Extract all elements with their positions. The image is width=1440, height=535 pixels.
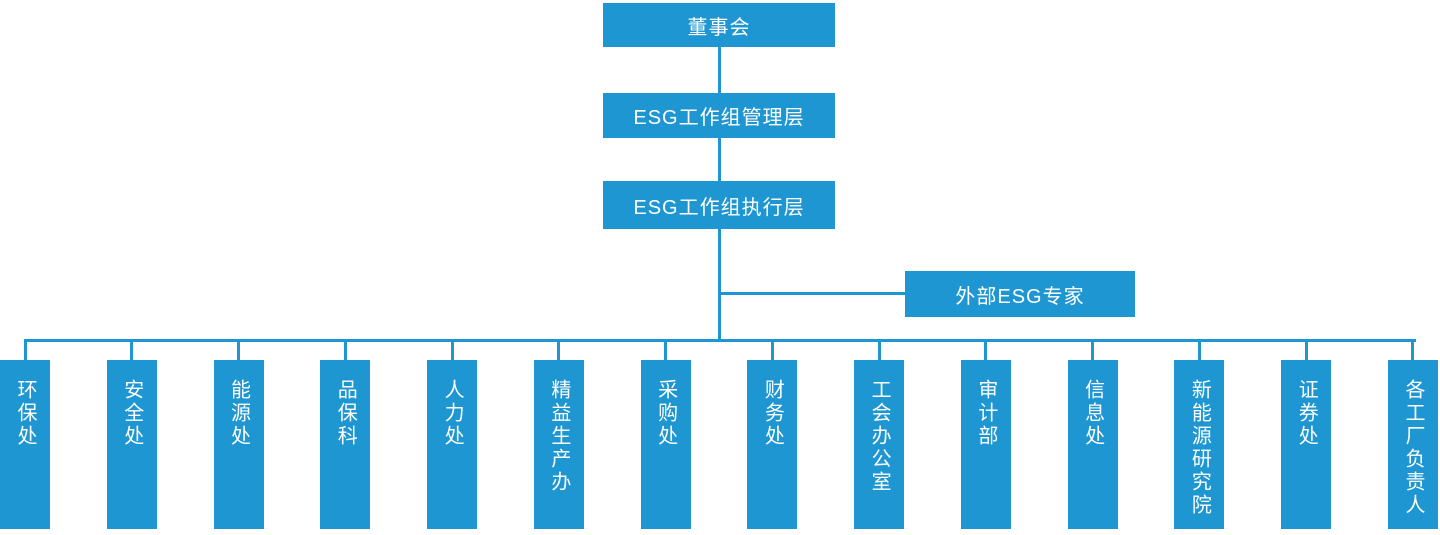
- dept-node-information: 信息处: [1067, 339, 1118, 529]
- dept-node-lean-production: 精益生产办: [533, 339, 584, 529]
- connector-tick: [557, 339, 561, 360]
- dept-label: 各工厂负责人: [1401, 379, 1424, 517]
- dept-node-new-energy-research-institute: 新能源研究院: [1174, 339, 1225, 529]
- dept-label: 人力处: [441, 379, 464, 448]
- org-node-esg-management: ESG工作组管理层: [603, 93, 835, 138]
- org-node-external-esg-experts-label: 外部ESG专家: [955, 285, 1085, 308]
- dept-node-securities: 证券处: [1281, 339, 1332, 529]
- connector-tick: [984, 339, 988, 360]
- dept-label: 环保处: [14, 379, 36, 448]
- org-node-esg-management-label: ESG工作组管理层: [633, 107, 805, 129]
- dept-label: 财务处: [761, 379, 784, 448]
- connector-tick: [1411, 339, 1415, 360]
- connector-tick: [877, 339, 881, 360]
- dept-label: 信息处: [1081, 379, 1104, 448]
- dept-label: 证券处: [1295, 379, 1318, 448]
- connector-tick: [1304, 339, 1308, 360]
- dept-node-safety: 安全处: [106, 339, 157, 529]
- connector-tick: [130, 339, 134, 360]
- connector-department-rail: [24, 339, 1416, 342]
- dept-node-labor-union-office: 工会办公室: [854, 339, 905, 529]
- connector-trunk: [718, 229, 721, 342]
- dept-label: 能源处: [227, 379, 250, 448]
- dept-label: 工会办公室: [868, 379, 891, 494]
- connector-tick: [343, 339, 347, 360]
- dept-node-energy: 能源处: [213, 339, 264, 529]
- connector-tick: [237, 339, 241, 360]
- dept-label: 采购处: [654, 379, 677, 448]
- dept-node-human-resources: 人力处: [427, 339, 478, 529]
- connector-tick: [450, 339, 454, 360]
- dept-label: 安全处: [120, 379, 143, 448]
- org-node-esg-execution: ESG工作组执行层: [603, 181, 835, 229]
- org-node-board: 董事会: [603, 3, 835, 47]
- connector-board-to-management: [718, 47, 721, 93]
- dept-label: 品保科: [334, 379, 357, 448]
- connector-tick: [1197, 339, 1201, 360]
- dept-node-factory-heads: 各工厂负责人: [1387, 339, 1438, 529]
- dept-node-quality-assurance: 品保科: [320, 339, 371, 529]
- connector-tick: [770, 339, 774, 360]
- dept-label: 精益生产办: [547, 379, 570, 494]
- connector-tick: [664, 339, 668, 360]
- dept-node-environmental-protection: 环保处: [0, 339, 50, 529]
- dept-label: 审计部: [974, 379, 997, 448]
- department-row: 环保处 安全处 能源处 品保科 人力处 精益生产办 采购处 财务: [0, 339, 1438, 529]
- dept-node-finance: 财务处: [747, 339, 798, 529]
- connector-expert-branch: [721, 292, 905, 295]
- dept-node-procurement: 采购处: [640, 339, 691, 529]
- org-node-external-esg-experts: 外部ESG专家: [905, 271, 1135, 317]
- dept-node-audit: 审计部: [960, 339, 1011, 529]
- connector-tick: [23, 339, 27, 360]
- connector-tick: [1091, 339, 1095, 360]
- connector-management-to-execution: [718, 138, 721, 181]
- org-node-board-label: 董事会: [687, 16, 751, 39]
- dept-label: 新能源研究院: [1188, 379, 1211, 517]
- org-node-esg-execution-label: ESG工作组执行层: [633, 196, 805, 219]
